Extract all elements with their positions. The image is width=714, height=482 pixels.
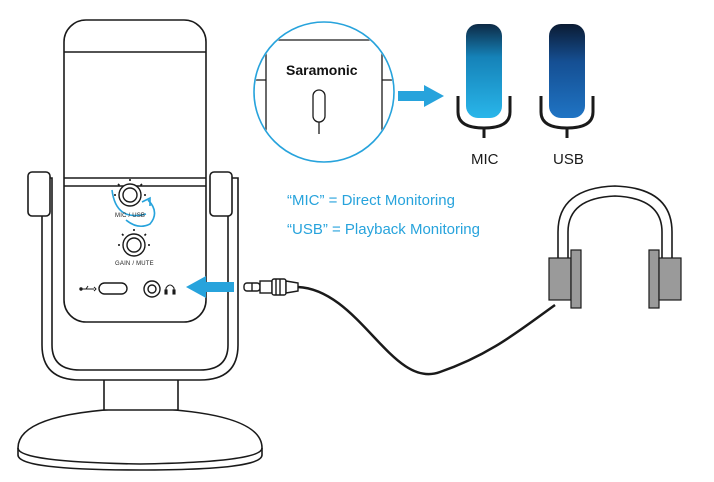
right-ear-cup	[648, 249, 660, 309]
usb-icon	[79, 285, 97, 292]
headphone-cable	[297, 285, 556, 376]
knob-label-mic-usb: MIC / USB	[115, 213, 146, 219]
microphone	[17, 19, 263, 471]
side-knob-left	[27, 171, 51, 217]
mic-icon	[312, 89, 326, 134]
mic-mode-capsule	[456, 24, 512, 138]
headphones	[548, 185, 682, 309]
legend-playback-monitoring: “USB” = Playback Monitoring	[287, 221, 480, 238]
knob-label-gain-mute: GAIN / MUTE	[115, 261, 154, 267]
headphone-jack	[143, 280, 161, 298]
left-ear-cup	[570, 249, 582, 309]
headphone-icon	[164, 284, 176, 295]
headphone-plug	[243, 278, 299, 296]
usb-c-port	[98, 282, 128, 295]
mic-usb-knob	[111, 179, 156, 228]
mic-yoke	[41, 177, 239, 381]
arrow-left-icon	[186, 276, 234, 298]
gain-mute-knob	[118, 229, 150, 257]
brand-label: Saramonic	[286, 62, 358, 78]
mic-base	[17, 407, 263, 471]
mic-body	[63, 19, 207, 323]
side-knob-right	[209, 171, 233, 217]
arrow-right-icon	[398, 85, 444, 107]
legend-direct-monitoring: “MIC” = Direct Monitoring	[287, 192, 455, 209]
zoom-callout	[253, 21, 395, 163]
right-ear-pad	[658, 257, 682, 301]
mode-label-usb: USB	[553, 151, 584, 168]
mode-label-mic: MIC	[471, 151, 499, 168]
left-ear-pad	[548, 257, 572, 301]
usb-mode-capsule	[539, 24, 595, 138]
